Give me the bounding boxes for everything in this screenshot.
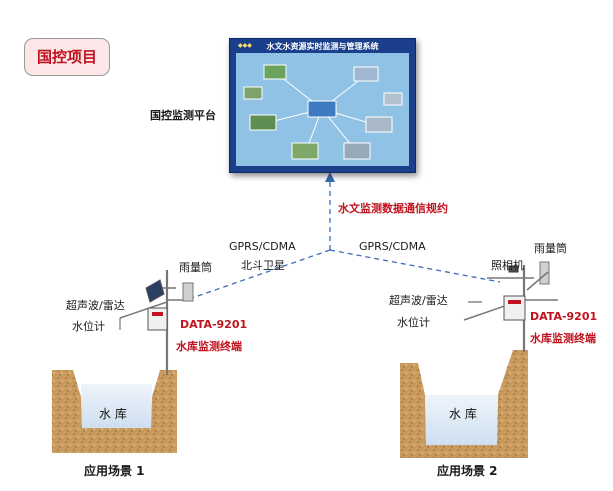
right-water xyxy=(425,395,498,445)
right-soil xyxy=(400,350,528,458)
system-map-graphic xyxy=(243,64,403,160)
right-camera-label: 照相机 xyxy=(491,259,524,272)
right-link-dashed-line xyxy=(329,249,501,283)
left-rain-gauge-label: 雨量筒 xyxy=(179,261,212,274)
screen-title: 水文水资源实时监测与管理系统 xyxy=(266,42,379,51)
scene-1-label: 应用场景 1 xyxy=(84,464,145,478)
left-terminal-label: 水库监测终端 xyxy=(176,340,242,353)
right-terminal-label: 水库监测终端 xyxy=(530,332,596,345)
left-model-label: DATA-9201 xyxy=(180,318,248,331)
left-sensor-label-line2: 水位计 xyxy=(72,320,105,333)
project-badge: 国控项目 xyxy=(24,38,110,76)
right-reservoir-graphic xyxy=(400,350,528,458)
scene-2-label: 应用场景 2 xyxy=(437,464,498,478)
left-reservoir-graphic xyxy=(52,370,177,453)
left-link-line2: 北斗卫星 xyxy=(241,259,285,272)
platform-label: 国控监测平台 xyxy=(150,109,216,122)
uplink-arrowhead xyxy=(325,172,335,182)
right-reservoir-label: 水 库 xyxy=(449,407,477,421)
left-soil xyxy=(52,370,177,453)
left-link-dashed-line xyxy=(191,249,331,299)
right-rain-gauge-label: 雨量筒 xyxy=(534,242,567,255)
right-station-graphic xyxy=(463,261,558,352)
left-sensor-label-line1: 超声波/雷达 xyxy=(66,299,125,312)
right-model-label: DATA-9201 xyxy=(530,310,598,323)
right-link-line1: GPRS/CDMA xyxy=(359,240,426,253)
left-station-graphic xyxy=(119,270,194,375)
right-sensor-label-line2: 水位计 xyxy=(397,316,430,329)
left-link-line1: GPRS/CDMA xyxy=(229,240,296,253)
monitoring-platform-screen: ◆◆◆ 水文水资源实时监测与管理系统 xyxy=(229,38,416,173)
protocol-label: 水文监测数据通信规约 xyxy=(338,202,448,215)
right-sensor-label-line1: 超声波/雷达 xyxy=(389,294,448,307)
system-map-image xyxy=(236,53,409,166)
left-water xyxy=(81,384,152,428)
system-logo-icon: ◆◆◆ xyxy=(238,42,252,49)
comm-links xyxy=(191,180,501,299)
left-reservoir-label: 水 库 xyxy=(99,407,127,421)
